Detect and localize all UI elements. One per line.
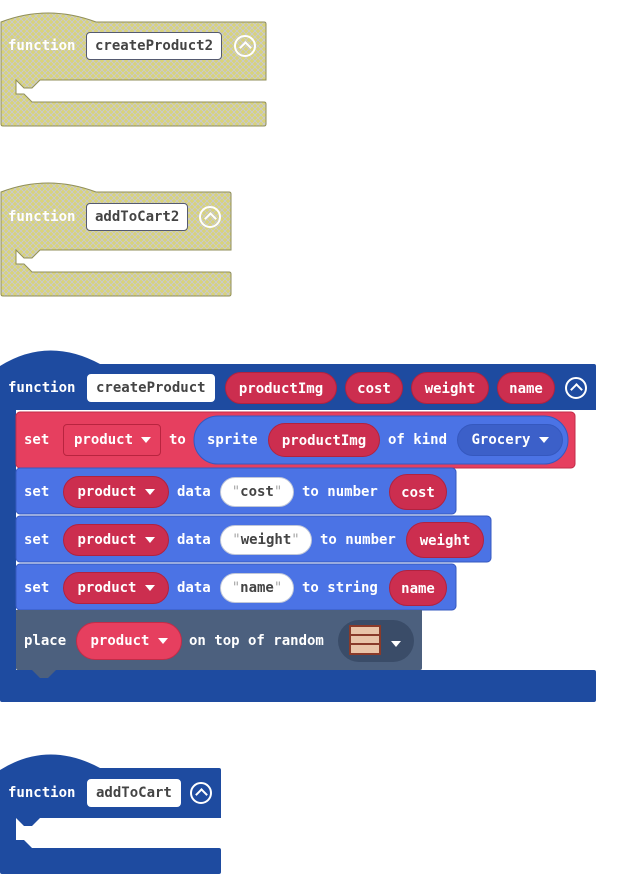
param-name[interactable]: name xyxy=(497,372,555,404)
data-key-label: weight xyxy=(240,532,292,548)
function-name-addToCart2[interactable]: addToCart2 xyxy=(86,203,189,231)
function-block-addToCart[interactable] xyxy=(0,750,230,876)
data-key-name[interactable]: "name" xyxy=(220,573,294,603)
variable-dropdown-product[interactable]: product xyxy=(63,524,169,556)
function-name-createProduct2[interactable]: createProduct2 xyxy=(86,32,223,60)
chevron-down-icon xyxy=(144,585,155,591)
of-kind-keyword: of kind xyxy=(388,432,448,448)
variable-dropdown-product[interactable]: product xyxy=(63,572,169,604)
function-block-addToCart2[interactable] xyxy=(0,180,240,300)
variable-label: product xyxy=(90,633,150,649)
kind-label: Grocery xyxy=(471,432,531,448)
brick-tile-icon xyxy=(349,625,381,655)
param-reporter-productImg[interactable]: productImg xyxy=(268,423,380,457)
function-block-createProduct2[interactable] xyxy=(0,10,270,130)
function-name-createProduct[interactable]: createProduct xyxy=(87,374,215,402)
function-keyword: function xyxy=(8,209,76,225)
data-keyword: data xyxy=(177,580,211,596)
variable-label: product xyxy=(77,580,137,596)
data-keyword: data xyxy=(177,532,211,548)
to-number-keyword: to number xyxy=(302,484,378,500)
kind-dropdown-grocery[interactable]: Grocery xyxy=(457,424,563,456)
function-keyword: function xyxy=(8,785,76,801)
collapse-icon[interactable] xyxy=(199,206,221,228)
place-keyword: place xyxy=(24,633,67,649)
on-top-of-random-keyword: on top of random xyxy=(189,633,324,649)
data-key-label: cost xyxy=(240,484,274,500)
set-keyword: set xyxy=(24,432,50,448)
data-keyword: data xyxy=(177,484,211,500)
variable-label: product xyxy=(77,532,137,548)
collapse-icon[interactable] xyxy=(234,35,256,57)
param-productImg[interactable]: productImg xyxy=(225,372,337,404)
param-weight[interactable]: weight xyxy=(411,372,489,404)
chevron-down-icon xyxy=(157,638,168,644)
collapse-icon[interactable] xyxy=(190,782,212,804)
sprite-keyword: sprite xyxy=(207,432,258,448)
variable-dropdown-product[interactable]: product xyxy=(76,622,182,660)
data-key-weight[interactable]: "weight" xyxy=(220,525,312,555)
value-reporter-cost[interactable]: cost xyxy=(389,474,447,510)
param-cost[interactable]: cost xyxy=(345,372,403,404)
to-number-keyword: to number xyxy=(320,532,396,548)
collapse-icon[interactable] xyxy=(565,377,587,399)
to-keyword: to xyxy=(169,432,186,448)
set-keyword: set xyxy=(24,484,50,500)
value-reporter-weight[interactable]: weight xyxy=(406,522,484,558)
to-string-keyword: to string xyxy=(302,580,378,596)
function-keyword: function xyxy=(8,38,76,54)
variable-label: product xyxy=(77,484,137,500)
set-keyword: set xyxy=(24,580,50,596)
variable-label: product xyxy=(74,432,134,448)
data-key-label: name xyxy=(240,580,274,596)
data-key-cost[interactable]: "cost" xyxy=(220,477,294,507)
function-name-addToCart[interactable]: addToCart xyxy=(87,779,181,807)
chevron-down-icon xyxy=(538,437,549,443)
variable-dropdown-product[interactable]: product xyxy=(63,476,169,508)
chevron-down-icon xyxy=(144,489,155,495)
chevron-down-icon xyxy=(141,437,152,443)
set-keyword: set xyxy=(24,532,50,548)
chevron-down-icon xyxy=(144,537,155,543)
function-keyword: function xyxy=(8,380,76,396)
tile-picker-dropdown[interactable] xyxy=(338,620,414,662)
value-reporter-name[interactable]: name xyxy=(389,570,447,606)
variable-dropdown-product[interactable]: product xyxy=(63,424,161,456)
